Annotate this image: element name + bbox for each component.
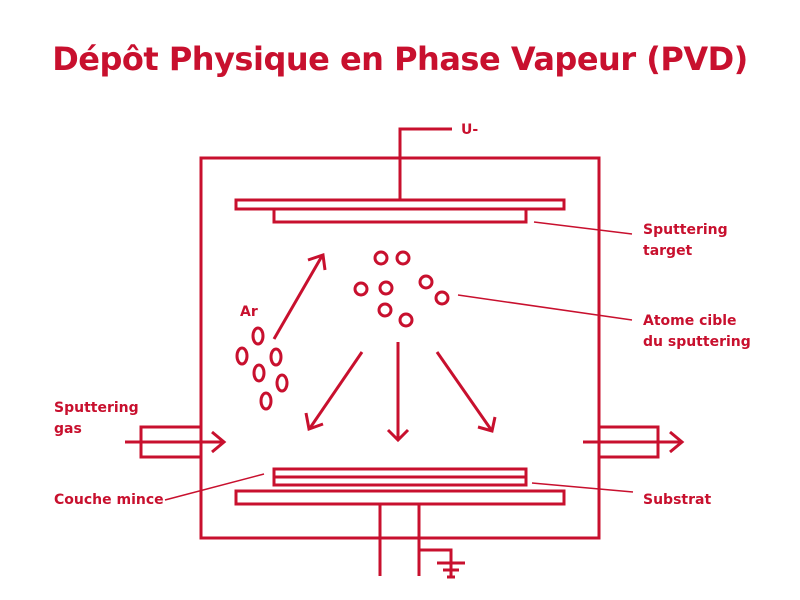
deposition-arrow-left-head xyxy=(304,412,324,432)
leader-line-substrate xyxy=(531,482,634,493)
sputtering-target xyxy=(272,207,528,224)
sputtering-target-label-2: target xyxy=(643,243,693,259)
target-atom-label-2: du sputtering xyxy=(643,334,751,350)
target-atom xyxy=(395,250,411,266)
thin-film-label: Couche mince xyxy=(54,492,164,508)
argon-atom xyxy=(235,346,249,366)
argon-atom xyxy=(275,373,289,393)
argon-atom xyxy=(251,326,265,346)
target-atom xyxy=(378,280,394,296)
deposition-arrow-center-head xyxy=(386,428,410,443)
thin-film-layer-bottom xyxy=(272,475,528,487)
voltage-lead xyxy=(398,127,452,200)
target-atom xyxy=(434,290,450,306)
target-atom xyxy=(353,281,369,297)
gas-outlet-arrow-head xyxy=(669,430,685,454)
substrate xyxy=(234,489,566,506)
target-atom xyxy=(418,274,434,290)
substrate-label: Substrat xyxy=(643,492,711,508)
argon-atom xyxy=(252,363,266,383)
voltage-label: U- xyxy=(461,122,478,138)
argon-label: Ar xyxy=(240,304,258,320)
argon-arrow-head xyxy=(307,253,327,271)
deposition-arrow-right-head xyxy=(477,416,497,433)
leader-line-target xyxy=(533,221,633,235)
argon-atom xyxy=(269,347,283,367)
argon-atom xyxy=(259,391,273,411)
sputtering-gas-label-2: gas xyxy=(54,421,82,437)
argon-arrow xyxy=(272,255,324,340)
sputtering-target-label-1: Sputtering xyxy=(643,222,728,238)
leader-line-film xyxy=(164,473,265,501)
deposition-arrow-right xyxy=(435,351,494,432)
ground-lead xyxy=(419,548,453,565)
deposition-arrow-left xyxy=(308,351,364,429)
vacuum-chamber xyxy=(199,156,601,540)
diagram-title: Dépôt Physique en Phase Vapeur (PVD) xyxy=(52,40,748,78)
target-atom xyxy=(398,312,414,328)
sputtering-gas-label-1: Sputtering xyxy=(54,400,139,416)
target-atom xyxy=(377,302,393,318)
target-atom xyxy=(373,250,389,266)
target-atom-label-1: Atome cible xyxy=(643,313,737,329)
gas-inlet-arrow-head xyxy=(211,430,227,454)
leader-line-atom xyxy=(457,294,633,321)
